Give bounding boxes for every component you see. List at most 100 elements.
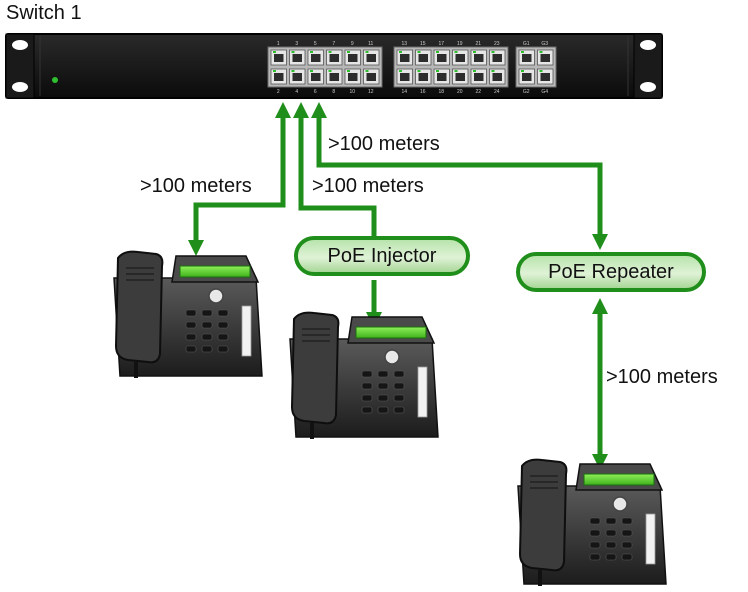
port-label-bottom: 8 — [332, 89, 335, 95]
port-led — [491, 70, 495, 72]
port-led — [473, 51, 476, 53]
port-label-bottom: 6 — [314, 89, 317, 95]
port-led — [539, 51, 543, 53]
cable-port2-to-injector — [292, 101, 377, 238]
port-led — [436, 70, 439, 72]
ip-phone-icon — [516, 458, 668, 588]
port-label-bottom: 24 — [494, 89, 500, 95]
port-label-top: 5 — [314, 41, 317, 47]
port-led — [521, 70, 524, 72]
port-label-bottom: 12 — [368, 89, 374, 95]
distance-label-repeater: >100 meters — [606, 366, 718, 388]
ip-phone-icon — [112, 250, 264, 380]
distance-label-port3: >100 meters — [328, 133, 440, 155]
port-socket — [455, 73, 465, 81]
distance-label-port1: >100 meters — [140, 175, 252, 197]
port-label-top: 13 — [401, 41, 407, 47]
port-label-bottom: G4 — [541, 89, 548, 95]
port-label-bottom: 18 — [438, 89, 444, 95]
port-socket — [522, 54, 532, 62]
port-socket — [474, 54, 484, 62]
cable-port1-to-phone — [187, 101, 292, 257]
poe-injector: PoE Injector — [294, 236, 470, 276]
port-led — [399, 70, 402, 72]
port-led — [521, 51, 524, 53]
port-socket — [366, 54, 376, 62]
power-led-icon — [52, 77, 58, 83]
port-led — [491, 51, 495, 53]
port-socket — [292, 73, 302, 81]
port-led — [291, 51, 295, 53]
switch-ports — [267, 46, 557, 88]
port-socket — [540, 73, 550, 81]
port-socket — [492, 73, 502, 81]
port-label-top: 3 — [295, 41, 298, 47]
port-led — [473, 70, 476, 72]
port-socket — [329, 54, 339, 62]
port-socket — [437, 54, 447, 62]
port-led — [328, 70, 332, 72]
port-led — [454, 51, 458, 53]
port-label-top: 9 — [351, 41, 354, 47]
port-socket — [366, 73, 376, 81]
port-led — [273, 70, 276, 72]
port-socket — [418, 54, 428, 62]
port-socket — [311, 54, 321, 62]
port-led — [399, 51, 402, 53]
ip-phone-icon — [290, 313, 438, 439]
port-block — [393, 46, 509, 88]
port-label-bottom: 22 — [475, 89, 481, 95]
port-socket — [455, 54, 465, 62]
port-socket — [311, 73, 321, 81]
port-socket — [492, 54, 502, 62]
port-socket — [348, 54, 358, 62]
port-led — [347, 70, 350, 72]
port-label-bottom: 2 — [277, 89, 280, 95]
port-label-top: 7 — [332, 41, 335, 47]
port-label-bottom: 16 — [420, 89, 426, 95]
port-led — [347, 51, 350, 53]
port-socket — [348, 73, 358, 81]
port-socket — [329, 73, 339, 81]
port-socket — [437, 73, 447, 81]
port-label-top: G1 — [523, 41, 530, 47]
port-led — [310, 51, 313, 53]
port-led — [454, 70, 458, 72]
port-socket — [474, 73, 484, 81]
port-socket — [418, 73, 428, 81]
cable-port3-to-repeater — [310, 101, 609, 251]
poe-repeater: PoE Repeater — [516, 252, 706, 292]
port-led — [417, 51, 421, 53]
poe-repeater-label: PoE Repeater — [548, 260, 674, 283]
port-socket — [540, 54, 550, 62]
distance-label-port2: >100 meters — [312, 175, 424, 197]
port-led — [539, 70, 543, 72]
port-label-bottom: 14 — [401, 89, 407, 95]
port-socket — [292, 54, 302, 62]
port-label-top: 1 — [277, 41, 280, 47]
port-socket — [274, 73, 284, 81]
network-switch-icon: 123456789101112131415161718192021222324G… — [5, 33, 663, 99]
port-led — [328, 51, 332, 53]
port-led — [310, 70, 313, 72]
port-label-top: 21 — [475, 41, 481, 47]
port-socket — [400, 54, 410, 62]
port-label-bottom: G2 — [523, 89, 530, 95]
port-label-top: 15 — [420, 41, 426, 47]
port-label-bottom: 20 — [457, 89, 463, 95]
port-label-top: 17 — [438, 41, 444, 47]
port-led — [365, 70, 369, 72]
poe-injector-label: PoE Injector — [327, 244, 437, 267]
port-led — [273, 51, 276, 53]
port-label-bottom: 4 — [295, 89, 298, 95]
port-socket — [274, 54, 284, 62]
port-label-top: 23 — [494, 41, 500, 47]
port-label-bottom: 10 — [349, 89, 355, 95]
switch-title: Switch 1 — [6, 2, 82, 24]
port-led — [365, 51, 369, 53]
port-block — [267, 46, 383, 88]
port-label-top: G3 — [541, 41, 548, 47]
port-label-top: 11 — [368, 41, 373, 47]
port-led — [417, 70, 421, 72]
